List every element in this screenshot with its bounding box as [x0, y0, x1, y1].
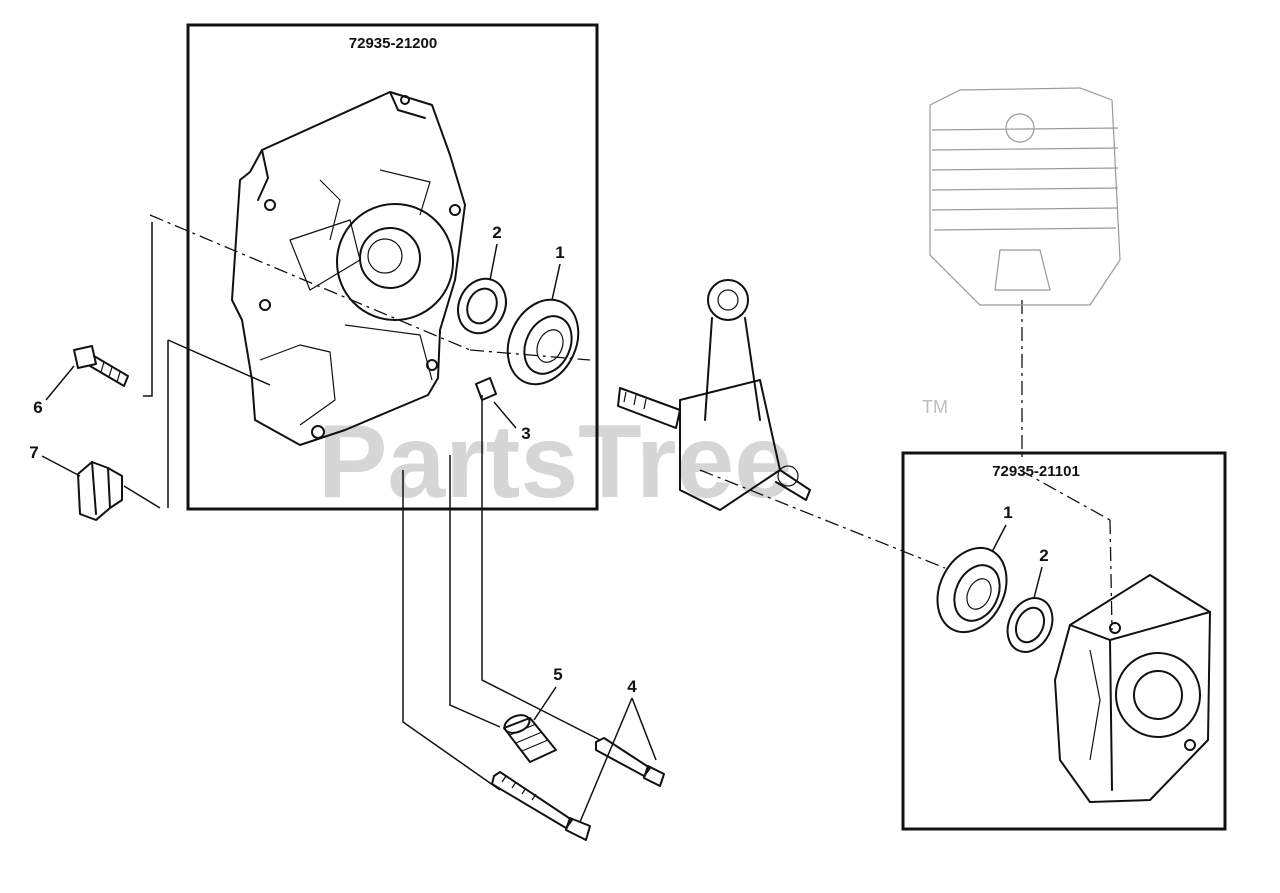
callout-pin: 3	[521, 424, 530, 443]
callout-bushing: 5	[553, 665, 562, 684]
callout-right-seal: 2	[1039, 546, 1048, 565]
clip-drawing	[77, 461, 123, 521]
watermark-trademark: TM	[922, 397, 948, 417]
right-seal-drawing	[1006, 597, 1054, 653]
left-crankcase-drawing	[231, 91, 466, 446]
bushing-drawing	[503, 714, 557, 763]
cylinder-drawing	[929, 87, 1121, 306]
assembly-guide-lines	[123, 222, 601, 791]
assembly-box-right	[901, 451, 1227, 831]
callout-left-bearing: 1	[555, 243, 564, 262]
left-seal-drawing	[457, 277, 507, 335]
bolts-drawing	[491, 737, 665, 841]
assembly-part-number-right: 72935-21101	[992, 463, 1080, 480]
right-crankcase-drawing	[1054, 574, 1211, 803]
callout-clip: 7	[29, 443, 38, 462]
right-bearing-drawing	[936, 546, 1008, 634]
callout-bolts: 4	[627, 677, 637, 696]
left-bearing-drawing	[506, 298, 580, 386]
crankshaft-drawing	[617, 279, 811, 511]
callout-left-seal: 2	[492, 223, 501, 242]
screw-drawing	[73, 345, 129, 387]
watermark-text: PartsTree	[318, 404, 792, 520]
pin-drawing	[475, 377, 497, 401]
callout-right-bearing: 1	[1003, 503, 1012, 522]
assembly-box-left	[186, 23, 599, 511]
assembly-part-number-left: 72935-21200	[349, 35, 437, 52]
callout-screw: 6	[33, 398, 42, 417]
